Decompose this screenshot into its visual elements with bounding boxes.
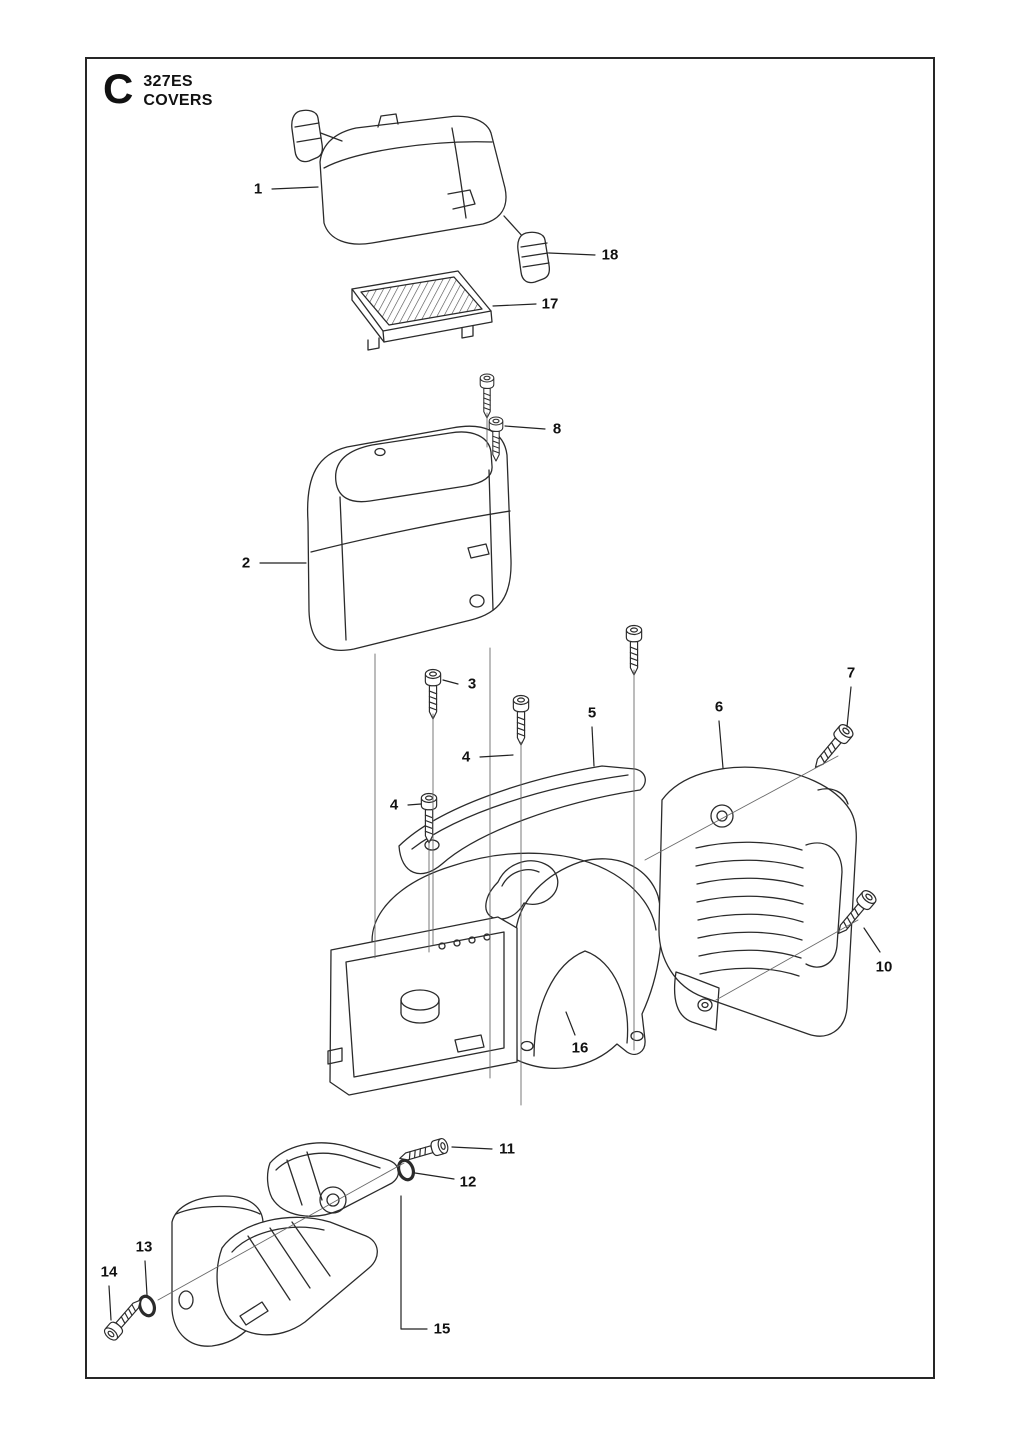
part-1-air-filter-cover	[319, 113, 507, 245]
o-ring-12	[396, 1158, 416, 1182]
screw-4a	[512, 694, 530, 746]
screw-3	[424, 668, 442, 720]
screw-center	[625, 624, 643, 676]
retainer-clip-left	[291, 109, 343, 163]
shaft-clamp-lower	[216, 1216, 378, 1336]
screw-14	[101, 1294, 147, 1344]
part-2-cylinder-cover	[306, 425, 512, 651]
o-ring-13	[137, 1294, 157, 1318]
part-5-top-cover	[398, 765, 646, 875]
title-block: 327ES COVERS	[143, 70, 212, 110]
diagram-border	[85, 57, 935, 1379]
part-17-air-filter	[351, 270, 493, 351]
projection-lines	[157, 412, 859, 1301]
callout-leader-lines	[108, 186, 881, 1330]
model-number: 327ES	[143, 73, 193, 90]
diagram-header: C 327ES COVERS	[103, 65, 213, 112]
part-16-crankcase-cover	[327, 852, 663, 1096]
screw-7	[808, 721, 856, 774]
section-title: COVERS	[143, 92, 213, 110]
section-letter: C	[103, 65, 134, 112]
part-6-fin-cover	[658, 766, 857, 1037]
retainer-clip-18	[503, 215, 550, 284]
screw-8-upper	[479, 373, 495, 419]
shaft-clamp-upper	[266, 1142, 399, 1217]
